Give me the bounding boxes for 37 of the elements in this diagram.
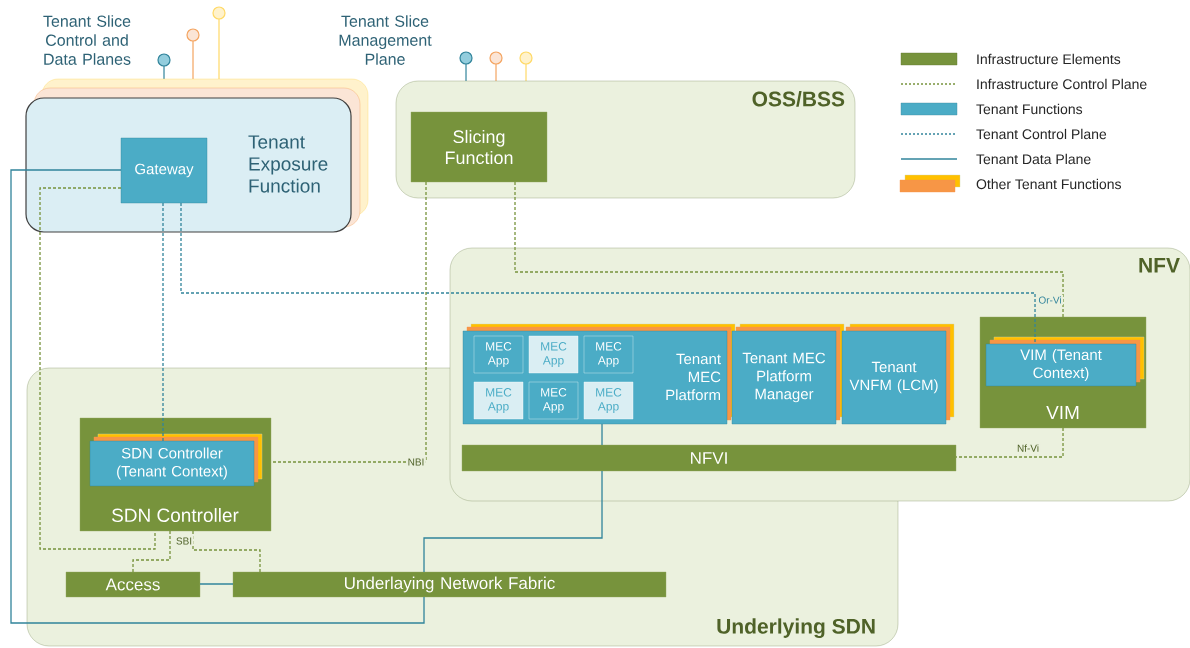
connector: [132, 530, 171, 573]
legend-text: Tenant Functions: [976, 103, 1083, 115]
edge-label: Or-Vi: [1036, 294, 1064, 306]
infrastructure-bar: Underlaying Network Fabric: [232, 571, 667, 598]
connector: [423, 470, 603, 573]
interface-label: Tenant Slice Management Plane: [339, 15, 432, 65]
infrastructure-bar: NFVI: [461, 444, 957, 472]
connector: [162, 202, 164, 442]
legend-text: Tenant Data Plane: [976, 153, 1091, 165]
edge-label: Nf-Vi: [1015, 442, 1041, 454]
function-box: Gateway: [120, 137, 208, 204]
legend-text: Infrastructure Control Plane: [977, 78, 1147, 90]
app-box: MEC App: [583, 335, 634, 374]
connector: [192, 530, 261, 573]
app-box: MEC App: [473, 335, 524, 374]
app-box: MEC App: [583, 381, 634, 420]
function-box: Slicing Function: [410, 111, 548, 183]
legend-text: Other Tenant Functions: [976, 178, 1121, 190]
connector: [601, 423, 603, 446]
connector: [180, 202, 1036, 345]
connector: [955, 427, 1064, 458]
connector: [514, 181, 1064, 318]
function-box: SDN Controller (Tenant Context): [89, 440, 255, 487]
app-box: MEC App: [528, 335, 579, 374]
edge-label: SBI: [174, 535, 194, 547]
app-box: MEC App: [473, 381, 524, 420]
interface-label: Tenant Slice Control and Data Planes: [43, 15, 131, 65]
edge-label: NBI: [406, 457, 426, 467]
function-box: VIM (Tenant Context): [985, 343, 1137, 387]
connector: [199, 583, 234, 585]
connector: [10, 169, 425, 624]
connector: [270, 181, 427, 463]
connector: [39, 187, 156, 550]
infrastructure-bar: Access: [65, 571, 201, 598]
app-box: MEC App: [528, 381, 579, 420]
legend-text: Tenant Control Plane: [976, 128, 1107, 140]
legend-text: Infrastructure Elements: [977, 53, 1121, 65]
